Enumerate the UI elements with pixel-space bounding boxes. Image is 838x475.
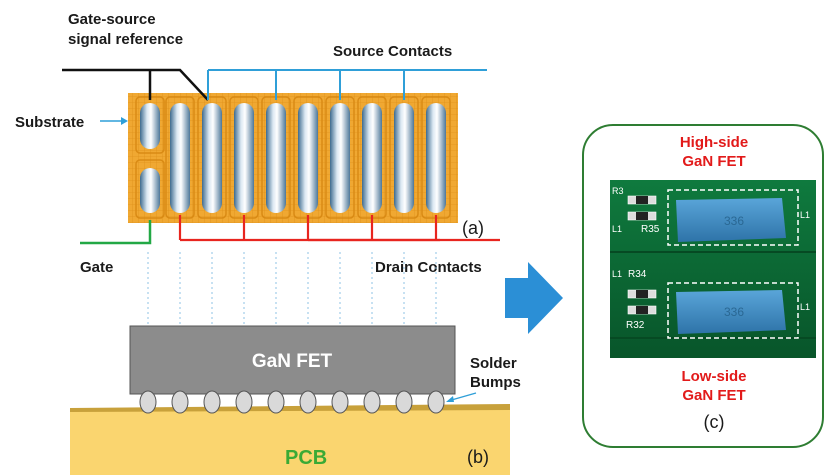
label-gate: Gate bbox=[80, 259, 113, 276]
label-gan-fet: GaN FET bbox=[252, 351, 333, 372]
silk-l1-bottom-right: L1 bbox=[800, 302, 810, 312]
right-arrow-icon bbox=[505, 262, 563, 334]
substrate-slot bbox=[140, 103, 160, 149]
silk-r35: R35 bbox=[641, 224, 660, 235]
resistor-body bbox=[636, 306, 648, 314]
finger-slot bbox=[202, 103, 222, 213]
solder-bump bbox=[267, 390, 285, 414]
silk-r3: R3 bbox=[612, 186, 624, 196]
pcb-body bbox=[70, 408, 510, 475]
source-drops bbox=[207, 70, 405, 100]
die-cell bbox=[135, 159, 165, 219]
finger-slot bbox=[170, 103, 190, 213]
finger-slot bbox=[234, 103, 254, 213]
finger-slot bbox=[362, 103, 382, 213]
silk-l1-mid-small: L1 bbox=[612, 269, 622, 279]
solder-bump bbox=[395, 390, 413, 414]
solder-bump bbox=[139, 390, 157, 414]
high-side-resistors bbox=[627, 195, 657, 221]
silk-l1-top-right: L1 bbox=[800, 210, 810, 220]
resistor-body bbox=[636, 196, 648, 204]
label-gate-source-ref-1: Gate-source bbox=[68, 11, 156, 28]
label-gate-source-ref-2: signal reference bbox=[68, 31, 183, 48]
label-panel-b: (b) bbox=[467, 447, 489, 467]
label-panel-c: (c) bbox=[704, 412, 725, 432]
finger-slot bbox=[330, 103, 350, 213]
finger-slot bbox=[426, 103, 446, 213]
label-low-side-2: GaN FET bbox=[682, 387, 745, 404]
label-source-contacts: Source Contacts bbox=[333, 43, 452, 60]
low-side-highlight bbox=[667, 282, 799, 339]
resistor-body bbox=[636, 212, 648, 220]
label-low-side-1: Low-side bbox=[681, 368, 746, 385]
substrate-arrow-head bbox=[121, 117, 128, 125]
low-side-resistors bbox=[627, 289, 657, 315]
silk-r32: R32 bbox=[626, 320, 645, 331]
resistor-body bbox=[636, 290, 648, 298]
solder-arrow-head bbox=[446, 396, 454, 402]
label-pcb: PCB bbox=[285, 447, 327, 469]
gate-wire bbox=[80, 220, 152, 245]
solder-bump bbox=[427, 390, 445, 414]
die-cell bbox=[197, 96, 227, 219]
panel-b-cross-section: GaN FET Solder Bumps PCB (b) bbox=[70, 325, 521, 475]
finger-slot bbox=[266, 103, 286, 213]
solder-bump bbox=[299, 390, 317, 414]
label-substrate: Substrate bbox=[15, 114, 84, 131]
die-slots bbox=[140, 103, 446, 213]
label-panel-a: (a) bbox=[462, 218, 484, 238]
solder-bump bbox=[331, 390, 349, 414]
panel-c-board-photo: High-side GaN FET 336 336 R3 L1 R35 bbox=[582, 124, 824, 448]
label-high-side-1: High-side bbox=[680, 134, 748, 151]
solder-bump bbox=[363, 390, 381, 414]
label-drain-contacts: Drain Contacts bbox=[375, 259, 482, 276]
label-high-side-2: GaN FET bbox=[682, 153, 745, 170]
silk-l1-top-small: L1 bbox=[612, 224, 622, 234]
solder-bump bbox=[171, 390, 189, 414]
high-side-highlight bbox=[667, 189, 799, 246]
ref-wire bbox=[62, 68, 209, 101]
solder-bump bbox=[203, 390, 221, 414]
high-side-chip-marking: 336 bbox=[724, 214, 744, 228]
solder-bumps bbox=[139, 390, 445, 414]
finger-slot bbox=[298, 103, 318, 213]
projection-lines bbox=[147, 252, 437, 325]
silk-r34: R34 bbox=[628, 269, 647, 280]
label-solder-1: Solder bbox=[470, 355, 517, 372]
drain-drops bbox=[178, 215, 438, 240]
high-side-chip bbox=[676, 198, 786, 242]
gan-fet-package bbox=[129, 325, 456, 395]
low-side-chip-marking: 336 bbox=[724, 305, 744, 319]
panel-a-die-layout: Gate-source signal reference Source Cont… bbox=[15, 11, 500, 276]
finger-slot bbox=[394, 103, 414, 213]
gate-slot bbox=[140, 168, 160, 213]
solder-bump bbox=[235, 390, 253, 414]
low-side-chip bbox=[676, 290, 786, 334]
label-solder-2: Bumps bbox=[470, 374, 521, 391]
